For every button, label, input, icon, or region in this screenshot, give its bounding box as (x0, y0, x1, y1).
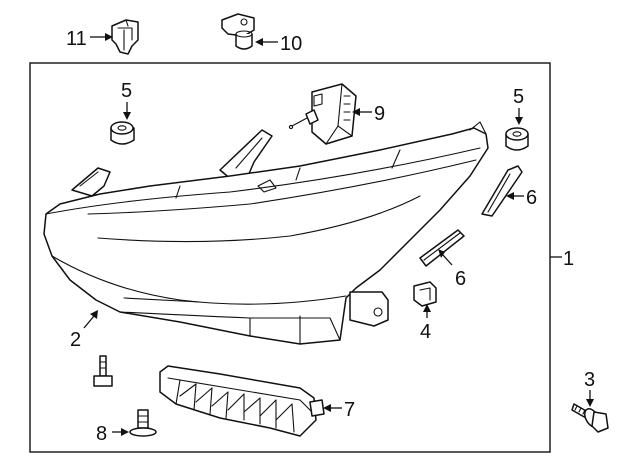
arrow-4 (423, 304, 431, 312)
arrow-5-left (123, 112, 131, 120)
part-8-screw (129, 409, 157, 437)
arrow-11 (105, 33, 113, 41)
arrow-6-lower (438, 249, 445, 258)
callout-2: 2 (70, 329, 81, 351)
part-5-bushing-right (505, 127, 529, 151)
callout-8: 8 (96, 423, 107, 445)
callout-5-left: 5 (121, 80, 132, 102)
callout-3: 3 (584, 369, 595, 391)
part-6-strip-upper (481, 165, 523, 217)
arrow-6-upper (506, 192, 514, 200)
callout-6-upper: 6 (526, 187, 537, 209)
callout-7: 7 (344, 399, 355, 421)
callout-10: 10 (280, 33, 302, 55)
arrow-8 (121, 428, 129, 436)
part-7-bracket (159, 365, 325, 437)
arrow-7 (323, 404, 331, 412)
callout-11: 11 (66, 28, 87, 50)
callout-1: 1 (563, 248, 574, 270)
part-1-headlamp-assembly (43, 121, 489, 345)
part-5-bushing-left (110, 121, 135, 145)
part-3-flange-bolt (571, 403, 609, 433)
callout-9: 9 (374, 103, 385, 125)
callout-6-lower: 6 (455, 268, 466, 290)
part-11-clip (111, 19, 139, 55)
callout-5-right: 5 (513, 86, 524, 108)
arrow-2 (90, 310, 98, 319)
arrow-9 (352, 108, 360, 116)
arrow-5-right (515, 117, 523, 125)
arrow-3 (586, 399, 594, 407)
leader-2 (83, 315, 95, 329)
part-10-sensor (221, 13, 255, 50)
bolt (93, 355, 113, 387)
leader-6-lower (441, 253, 453, 266)
callout-4: 4 (420, 321, 431, 343)
arrow-10 (255, 38, 263, 46)
part-9-motor (288, 83, 357, 145)
part-6-strip-lower (419, 229, 465, 267)
part-4-clip (413, 281, 437, 307)
